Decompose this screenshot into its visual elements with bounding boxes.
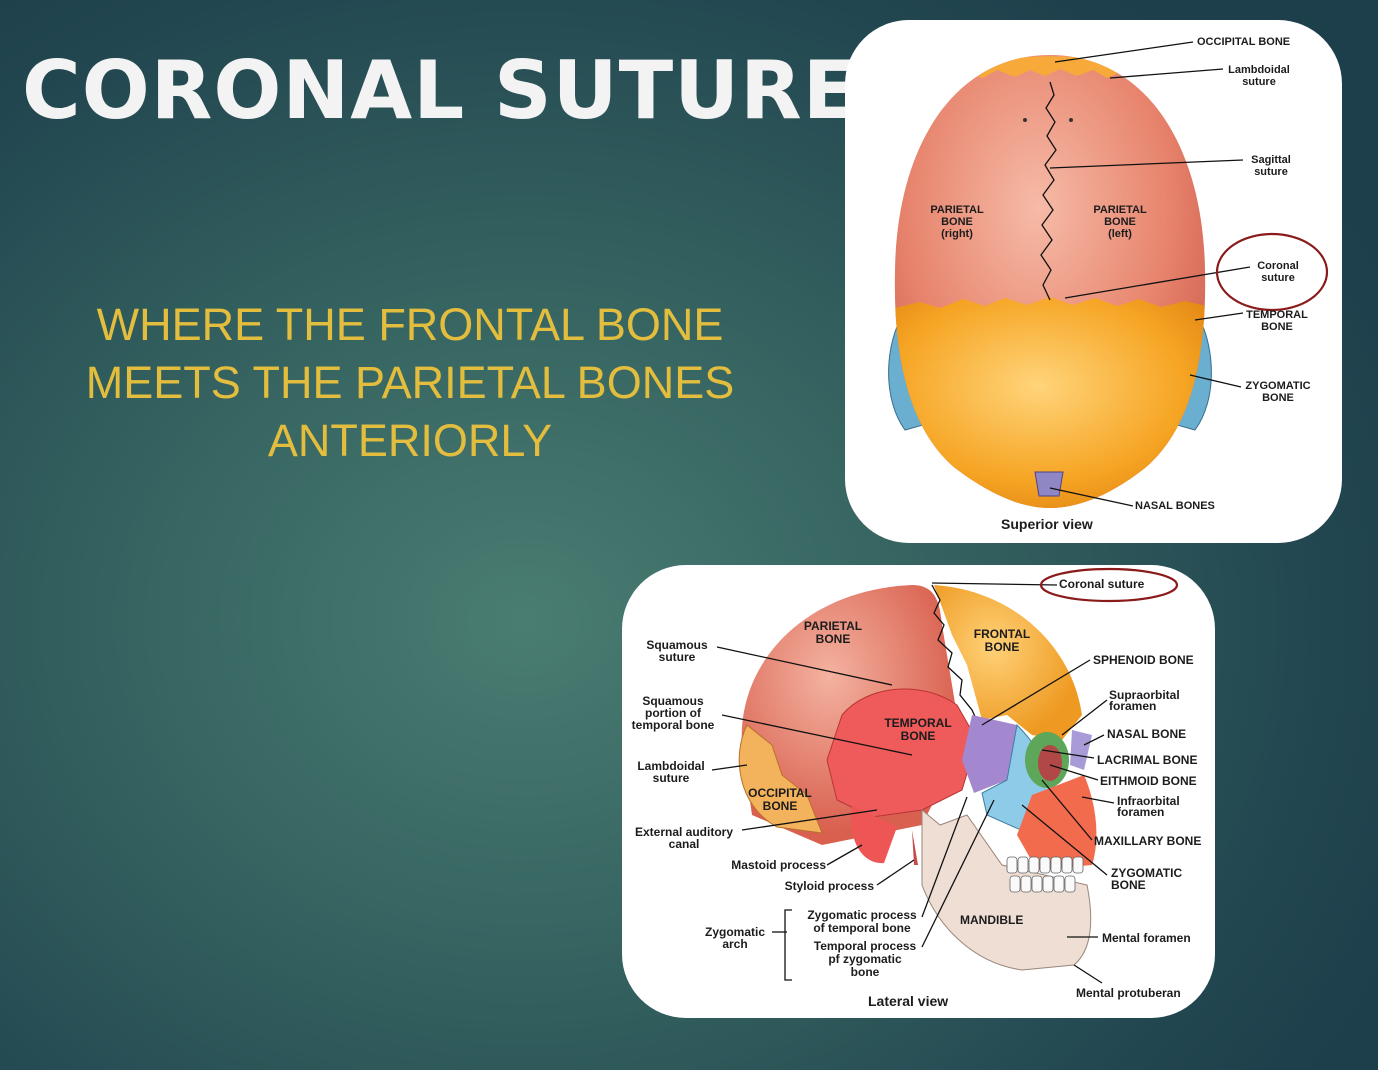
label-lambdoidal-2: suture	[1242, 76, 1276, 88]
frontal-bone	[894, 297, 1206, 508]
lateral-view-caption: Lateral view	[868, 993, 948, 1009]
label-infraorbital-1: Infraorbital	[1117, 794, 1180, 808]
subtitle-line-2: MEETS THE PARIETAL BONES	[85, 357, 735, 408]
label-external-2: canal	[669, 837, 700, 851]
superior-view-illustration: PARIETAL BONE (right) PARIETAL BONE (lef…	[888, 36, 1329, 532]
slide-title: CORONAL SUTURE	[22, 44, 859, 137]
label-zygomatic-1: ZYGOMATIC	[1245, 380, 1310, 392]
label-coronal-1: Coronal	[1257, 260, 1299, 272]
label-maxillary: MAXILLARY BONE	[1094, 834, 1201, 848]
label-zygomatic-2: BONE	[1111, 878, 1146, 892]
coronal-highlight-circle	[1039, 567, 1179, 603]
label-squamous-1: Squamous	[646, 638, 708, 652]
skull-top	[888, 55, 1212, 508]
label-lambdoidal-1: Lambdoidal	[1228, 64, 1290, 76]
occipital-bone	[738, 724, 823, 834]
label-squamous-portion-1: Squamous	[642, 694, 704, 708]
label-eithmoid: EITHMOID BONE	[1100, 774, 1197, 788]
label-parietal-right-2: BONE	[941, 216, 973, 228]
label-occipital-1: OCCIPITAL	[748, 786, 812, 800]
label-sagittal-1: Sagittal	[1251, 154, 1291, 166]
label-zygomatic-arch-2: arch	[722, 937, 747, 951]
sphenoid-bone	[962, 715, 1017, 793]
slide-subtitle: WHERE THE FRONTAL BONE MEETS THE PARIETA…	[40, 296, 780, 470]
label-zyg-process-1: Zygomatic process	[807, 908, 917, 922]
label-parietal-right-3: (right)	[941, 228, 973, 240]
mastoid-process	[851, 805, 897, 864]
label-frontal-2: BONE	[985, 640, 1020, 654]
label-temp-process-2: pf zygomatic	[828, 952, 902, 966]
label-lambdoidal-2: suture	[653, 771, 690, 785]
styloid-process	[912, 830, 918, 865]
maxillary-bone	[1017, 775, 1097, 870]
label-occipital-2: BONE	[763, 799, 798, 813]
label-zygomatic-2: BONE	[1262, 392, 1294, 404]
subtitle-line-3: ANTERIORLY	[267, 415, 553, 466]
label-parietal-2: BONE	[816, 632, 851, 646]
mandible	[921, 808, 1092, 971]
label-temporal-1: TEMPORAL	[884, 716, 951, 730]
label-nasal-bones: NASAL BONES	[1135, 500, 1215, 512]
label-parietal-left-2: BONE	[1104, 216, 1136, 228]
label-zygomatic-1: ZYGOMATIC	[1111, 866, 1182, 880]
teeth	[1006, 856, 1084, 893]
orbit-inner	[1038, 745, 1062, 781]
label-temporal-1: TEMPORAL	[1246, 309, 1308, 321]
superior-view-panel: PARIETAL BONE (right) PARIETAL BONE (lef…	[845, 20, 1342, 543]
label-supraorbital-1: Supraorbital	[1109, 688, 1180, 702]
skull-lateral	[738, 584, 1097, 971]
label-temporal-2: BONE	[901, 729, 936, 743]
coronal-highlight-circle	[1215, 232, 1329, 312]
label-occipital-bone: OCCIPITAL BONE	[1197, 36, 1290, 48]
label-parietal-right-1: PARIETAL	[930, 204, 984, 216]
label-squamous-portion-3: temporal bone	[632, 718, 715, 732]
label-lacrimal: LACRIMAL BONE	[1097, 753, 1197, 767]
label-parietal-left-3: (left)	[1108, 228, 1132, 240]
label-temp-process-1: Temporal process	[814, 939, 917, 953]
label-squamous-2: suture	[659, 650, 696, 664]
label-temp-process-3: bone	[851, 965, 880, 979]
label-coronal-2: suture	[1261, 272, 1295, 284]
label-infraorbital-2: foramen	[1117, 805, 1164, 819]
label-zyg-process-2: of temporal bone	[813, 921, 911, 935]
label-supraorbital-2: foramen	[1109, 699, 1156, 713]
label-mental-protuberance: Mental protuberan	[1076, 986, 1181, 1000]
label-parietal-left-1: PARIETAL	[1093, 204, 1147, 216]
superior-view-caption: Superior view	[1001, 516, 1093, 532]
label-sphenoid: SPHENOID BONE	[1093, 653, 1194, 667]
label-nasal-bone: NASAL BONE	[1107, 727, 1186, 741]
coronal-suture	[931, 584, 979, 724]
lateral-view-panel: PARIETAL BONE FRONTAL BONE TEMPORAL BONE…	[622, 565, 1215, 1018]
label-mental-foramen: Mental foramen	[1102, 931, 1191, 945]
label-temporal-2: BONE	[1261, 321, 1293, 333]
label-sagittal-2: suture	[1254, 166, 1288, 178]
frontal-bone	[934, 585, 1082, 740]
nasal-bones	[1034, 471, 1064, 497]
lateral-view-illustration: PARIETAL BONE FRONTAL BONE TEMPORAL BONE…	[632, 567, 1201, 1009]
label-lambdoidal-1: Lambdoidal	[637, 759, 704, 773]
nasal-bone	[1070, 730, 1092, 770]
label-mandible: MANDIBLE	[960, 913, 1023, 927]
label-zygomatic-arch-1: Zygomatic	[705, 925, 765, 939]
label-mastoid: Mastoid process	[731, 858, 826, 872]
sagittal-suture	[1040, 81, 1057, 301]
label-external-1: External auditory	[635, 825, 733, 839]
label-parietal-1: PARIETAL	[804, 619, 862, 633]
label-frontal-1: FRONTAL	[974, 627, 1030, 641]
label-styloid: Styloid process	[785, 879, 875, 893]
label-coronal-suture: Coronal suture	[1059, 577, 1145, 591]
label-squamous-portion-2: portion of	[645, 706, 702, 720]
subtitle-line-1: WHERE THE FRONTAL BONE	[96, 299, 724, 350]
